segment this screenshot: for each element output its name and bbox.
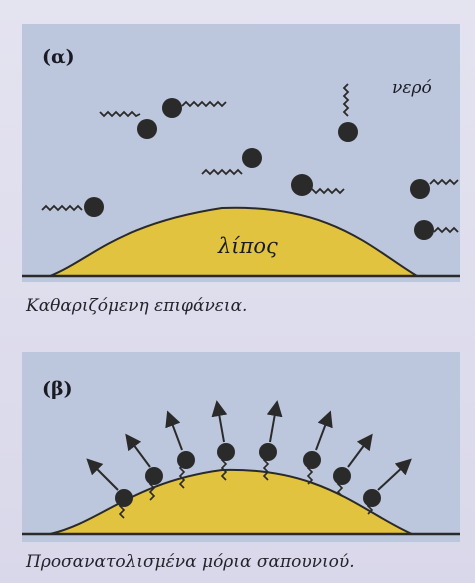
arrow xyxy=(170,418,182,450)
soap-molecule xyxy=(430,180,458,184)
soap-molecule xyxy=(344,84,348,116)
soap-molecule xyxy=(434,228,458,232)
panel-b-diagram: (β) xyxy=(22,352,460,542)
soap-molecule-head xyxy=(177,451,195,469)
arrow xyxy=(130,440,150,467)
panel-a-diagram: (α) νερό λίπος xyxy=(22,24,460,282)
water-label: νερό xyxy=(392,78,432,98)
soap-molecule-head xyxy=(84,197,104,217)
arrow xyxy=(316,418,328,450)
fat-blob xyxy=(50,470,412,534)
soap-molecule-head xyxy=(303,451,321,469)
soap-molecule-head xyxy=(137,119,157,139)
arrow xyxy=(218,408,224,442)
soap-molecule xyxy=(312,189,344,193)
panel-b-caption: Προσανατολισμένα μόρια σαπουνιού. xyxy=(26,552,355,572)
arrow xyxy=(378,464,406,490)
soap-molecule xyxy=(182,102,226,106)
arrow xyxy=(348,440,368,467)
arrow xyxy=(92,464,118,490)
soap-molecule-head xyxy=(363,489,381,507)
panel-b-svg xyxy=(22,352,460,542)
soap-molecule-head xyxy=(217,443,235,461)
soap-molecule xyxy=(42,206,82,210)
soap-molecule-head xyxy=(259,443,277,461)
panel-b-letter: (β) xyxy=(42,378,73,400)
fat-label: λίπος xyxy=(218,234,278,258)
soap-molecule-head xyxy=(162,98,182,118)
soap-molecule-head xyxy=(145,467,163,485)
arrow xyxy=(270,408,276,442)
soap-molecule-head xyxy=(333,467,351,485)
soap-molecule xyxy=(100,112,140,116)
soap-molecule-head xyxy=(338,122,358,142)
soap-molecule-head xyxy=(115,489,133,507)
soap-molecule-head xyxy=(410,179,430,199)
soap-molecule-head xyxy=(291,174,313,196)
panel-a-caption: Καθαριζόμενη επιφάνεια. xyxy=(26,296,247,316)
soap-molecule-head xyxy=(414,220,434,240)
panel-a-letter: (α) xyxy=(42,46,75,68)
soap-molecule xyxy=(202,170,242,174)
soap-molecule-head xyxy=(242,148,262,168)
